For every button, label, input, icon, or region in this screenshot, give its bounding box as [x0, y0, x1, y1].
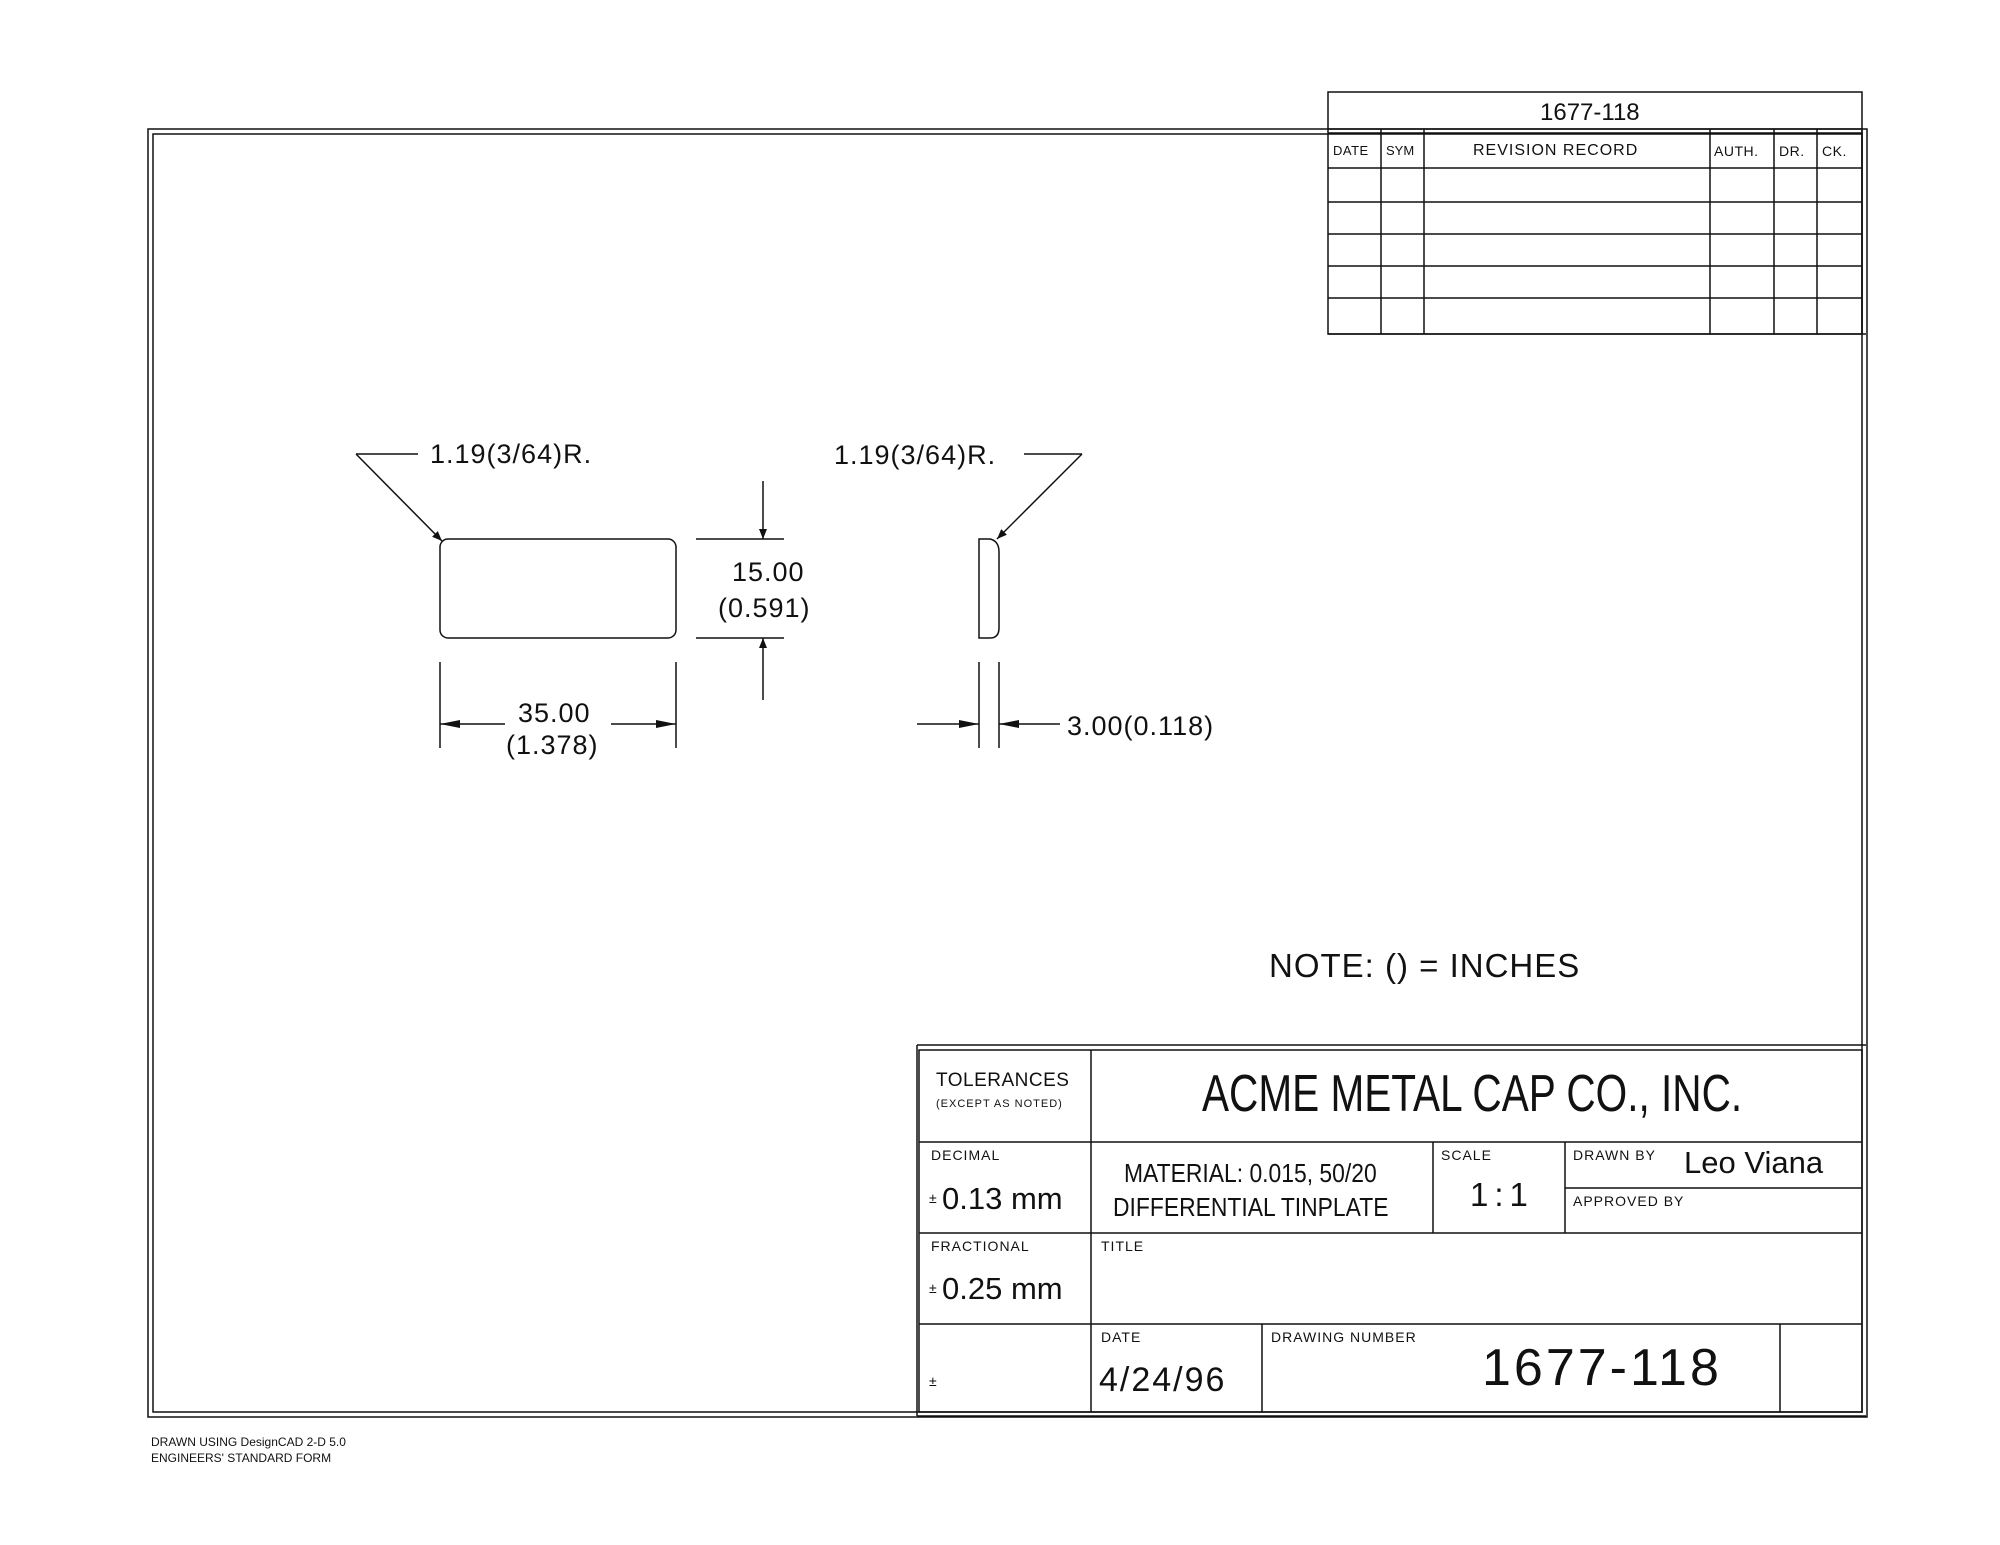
fractional-label: FRACTIONAL [931, 1238, 1030, 1254]
date-label: DATE [1101, 1329, 1142, 1345]
scale-label: SCALE [1441, 1147, 1492, 1163]
units-note: NOTE: () = INCHES [1269, 947, 1581, 984]
radius-leader-right [996, 453, 1083, 540]
tolerances-sub-label: (EXCEPT AS NOTED) [936, 1098, 1063, 1110]
material-line-2: DIFFERENTIAL TINPLATE [1113, 1192, 1389, 1222]
height-dimension-mm: 15.00 [732, 557, 805, 587]
scale-value: 1:1 [1470, 1176, 1534, 1213]
part-side-view [978, 538, 1000, 639]
approved-by-label: APPROVED BY [1573, 1193, 1685, 1209]
inner-border [152, 133, 1863, 1413]
title-label: TITLE [1101, 1238, 1145, 1254]
height-dimension-in: (0.591) [718, 593, 811, 623]
company-name: ACME METAL CAP CO., INC. [1202, 1065, 1743, 1123]
material-line-1: MATERIAL: 0.015, 50/20 [1124, 1158, 1377, 1188]
decimal-pm-symbol: ± [929, 1190, 937, 1206]
outer-border [147, 128, 1868, 1418]
revision-header-auth: AUTH. [1714, 143, 1759, 159]
footer-line-2: ENGINEERS' STANDARD FORM [151, 1451, 332, 1465]
part-front-view [439, 538, 677, 639]
fractional-value: 0.25 mm [942, 1271, 1063, 1306]
tolerances-label: TOLERANCES [936, 1070, 1070, 1091]
revision-header-record: REVISION RECORD [1473, 142, 1639, 159]
width-dimension-in: (1.378) [506, 730, 599, 760]
thickness-dimension [917, 662, 1060, 748]
radius-leader-left [355, 453, 443, 542]
height-dimension [696, 481, 784, 700]
revision-header-ck: CK. [1822, 143, 1847, 159]
width-dimension-mm: 35.00 [518, 698, 591, 728]
radius-label-right: 1.19(3/64)R. [834, 440, 997, 470]
fractional-pm-symbol: ± [929, 1280, 937, 1296]
width-dimension [439, 662, 677, 748]
blank-pm-symbol: ± [929, 1373, 937, 1389]
footer-line-1: DRAWN USING DesignCAD 2-D 5.0 [151, 1435, 346, 1449]
drawn-by-value: Leo Viana [1684, 1145, 1824, 1180]
revision-header-sym: SYM [1386, 143, 1415, 158]
revision-block [1327, 91, 1866, 335]
drawing-number-label: DRAWING NUMBER [1271, 1329, 1417, 1345]
thickness-dimension-label: 3.00(0.118) [1067, 711, 1215, 741]
revision-drawing-ref: 1677-118 [1540, 99, 1640, 126]
drawn-by-label: DRAWN BY [1573, 1147, 1656, 1163]
title-block [916, 1044, 1866, 1417]
date-value: 4/24/96 [1099, 1361, 1227, 1399]
revision-header-date: DATE [1333, 143, 1369, 158]
decimal-label: DECIMAL [931, 1147, 1001, 1163]
revision-header-dr: DR. [1779, 143, 1805, 159]
decimal-value: 0.13 mm [942, 1181, 1063, 1216]
radius-label-left: 1.19(3/64)R. [430, 439, 593, 469]
drawing-number-value: 1677-118 [1482, 1339, 1722, 1397]
